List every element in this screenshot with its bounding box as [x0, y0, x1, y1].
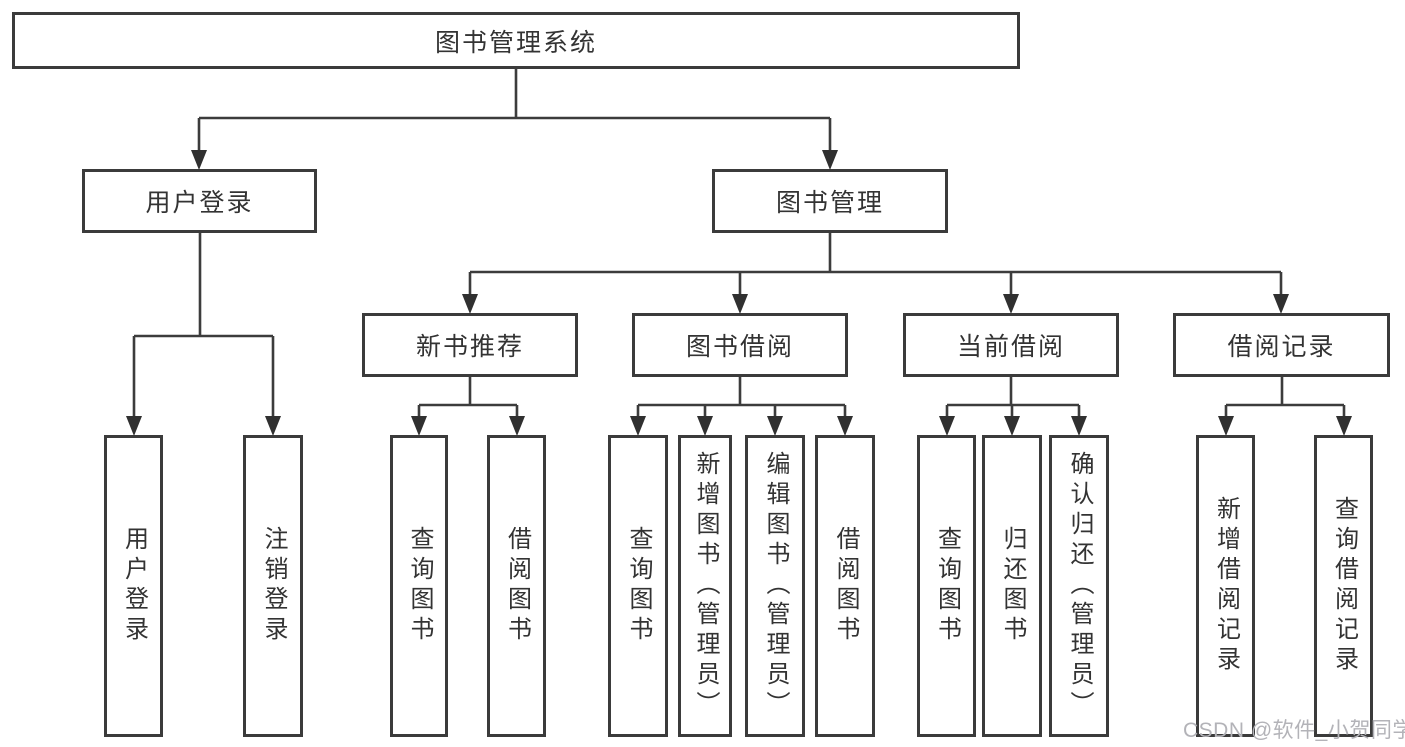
node-leaf-query-books-recommend: 查询图书	[390, 435, 448, 737]
node-leaf-edit-books-admin: 编辑图书（管理员）	[745, 435, 805, 737]
node-root: 图书管理系统	[12, 12, 1020, 69]
node-leaf-add-books-admin-label: 新增图书（管理员）	[692, 451, 719, 721]
node-user-login-label: 用户登录	[145, 189, 254, 217]
node-leaf-query-books-current-label: 查询图书	[933, 526, 961, 646]
node-leaf-confirm-return-admin-label: 确认归还（管理员）	[1066, 451, 1093, 721]
node-leaf-user-login-label: 用户登录	[120, 526, 148, 646]
watermark: CSDN @软件_小贺同学	[1183, 719, 1405, 742]
node-leaf-query-books-borrow-label: 查询图书	[625, 526, 652, 646]
node-leaf-borrow-books-recommend-label: 借阅图书	[503, 526, 531, 646]
node-leaf-confirm-return-admin: 确认归还（管理员）	[1049, 435, 1109, 737]
node-leaf-borrow-books-recommend: 借阅图书	[487, 435, 546, 737]
node-leaf-user-login: 用户登录	[104, 435, 163, 737]
node-current-borrow: 当前借阅	[903, 313, 1119, 377]
node-book-management-label: 图书管理	[775, 189, 884, 217]
node-leaf-return-books-label: 归还图书	[999, 526, 1026, 646]
node-leaf-query-borrow-record: 查询借阅记录	[1314, 435, 1373, 737]
node-leaf-add-borrow-record-label: 新增借阅记录	[1212, 496, 1240, 676]
node-leaf-logout: 注销登录	[243, 435, 303, 737]
node-root-label: 图书管理系统	[434, 28, 597, 57]
node-book-management: 图书管理	[712, 169, 948, 233]
node-user-login: 用户登录	[82, 169, 317, 233]
node-leaf-edit-books-admin-label: 编辑图书（管理员）	[762, 451, 789, 721]
node-new-book-recommend-label: 新书推荐	[415, 333, 524, 361]
node-leaf-query-books-current: 查询图书	[917, 435, 976, 737]
node-current-borrow-label: 当前借阅	[956, 333, 1065, 361]
node-borrow-records-label: 借阅记录	[1227, 333, 1336, 361]
node-book-borrow: 图书借阅	[632, 313, 848, 377]
node-leaf-query-books-borrow: 查询图书	[608, 435, 668, 737]
node-new-book-recommend: 新书推荐	[362, 313, 578, 377]
node-borrow-records: 借阅记录	[1173, 313, 1390, 377]
node-leaf-add-borrow-record: 新增借阅记录	[1196, 435, 1255, 737]
node-leaf-return-books: 归还图书	[982, 435, 1042, 737]
node-leaf-borrow-books-label: 借阅图书	[832, 526, 859, 646]
node-book-borrow-label: 图书借阅	[685, 333, 794, 361]
node-leaf-add-books-admin: 新增图书（管理员）	[678, 435, 732, 737]
node-leaf-query-books-recommend-label: 查询图书	[406, 526, 433, 646]
node-leaf-query-borrow-record-label: 查询借阅记录	[1330, 496, 1358, 676]
node-leaf-logout-label: 注销登录	[260, 526, 287, 646]
node-leaf-borrow-books: 借阅图书	[815, 435, 875, 737]
